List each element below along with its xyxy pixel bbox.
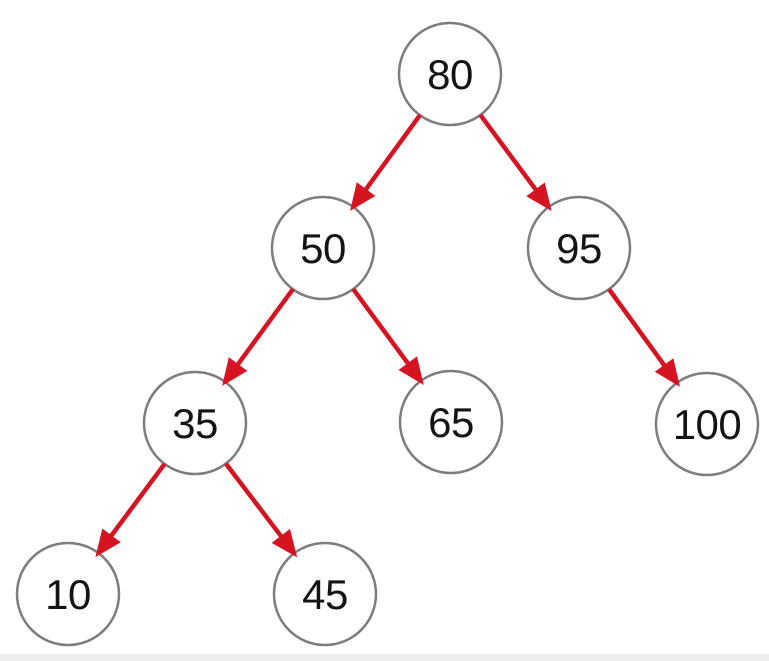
edge-arrowhead-50-35 bbox=[222, 357, 248, 386]
node-label-100: 100 bbox=[673, 401, 742, 448]
node-label-50: 50 bbox=[300, 225, 346, 272]
edge-50-65 bbox=[351, 287, 424, 385]
edge-shaft-80-50 bbox=[361, 113, 422, 194]
edge-shaft-35-45 bbox=[224, 462, 286, 541]
tree-edges-layer bbox=[95, 113, 680, 558]
edge-arrowhead-35-45 bbox=[271, 528, 298, 558]
node-circle-50 bbox=[270, 195, 376, 301]
tree-node-65: 65 bbox=[398, 369, 504, 475]
node-circle-45 bbox=[272, 541, 378, 647]
edge-arrowhead-80-95 bbox=[526, 182, 552, 212]
node-circle-65 bbox=[398, 369, 504, 475]
edge-35-45 bbox=[224, 462, 298, 558]
tree-node-10: 10 bbox=[15, 541, 121, 647]
tree-node-45: 45 bbox=[272, 541, 378, 647]
edge-arrowhead-95-100 bbox=[654, 358, 680, 387]
node-label-80: 80 bbox=[427, 51, 473, 98]
bottom-edge-strip bbox=[0, 654, 769, 661]
edge-arrowhead-35-10 bbox=[95, 528, 121, 558]
node-label-45: 45 bbox=[302, 571, 348, 618]
edge-shaft-80-95 bbox=[478, 113, 540, 194]
tree-node-80: 80 bbox=[397, 21, 503, 127]
edge-shaft-50-35 bbox=[233, 287, 295, 369]
node-circle-10 bbox=[15, 541, 121, 647]
node-circle-35 bbox=[142, 370, 248, 476]
node-label-10: 10 bbox=[45, 571, 91, 618]
tree-nodes-layer: 80 50 95 35 65 100 10 45 bbox=[15, 21, 760, 647]
node-circle-100 bbox=[654, 371, 760, 477]
tree-node-95: 95 bbox=[526, 195, 632, 301]
edge-50-35 bbox=[222, 287, 295, 386]
node-circle-95 bbox=[526, 195, 632, 301]
node-label-95: 95 bbox=[556, 225, 602, 272]
tree-node-35: 35 bbox=[142, 370, 248, 476]
tree-node-50: 50 bbox=[270, 195, 376, 301]
edge-80-50 bbox=[350, 113, 422, 211]
edge-shaft-95-100 bbox=[607, 287, 669, 370]
node-label-65: 65 bbox=[428, 399, 474, 446]
edge-shaft-35-10 bbox=[107, 462, 167, 540]
edge-shaft-50-65 bbox=[351, 287, 412, 368]
node-circle-80 bbox=[397, 21, 503, 127]
edge-95-100 bbox=[607, 287, 680, 387]
edge-35-10 bbox=[95, 462, 167, 558]
edge-arrowhead-50-65 bbox=[398, 356, 424, 385]
edge-80-95 bbox=[478, 113, 552, 212]
edge-arrowhead-80-50 bbox=[350, 182, 376, 211]
node-label-35: 35 bbox=[172, 400, 218, 447]
tree-node-100: 100 bbox=[654, 371, 760, 477]
